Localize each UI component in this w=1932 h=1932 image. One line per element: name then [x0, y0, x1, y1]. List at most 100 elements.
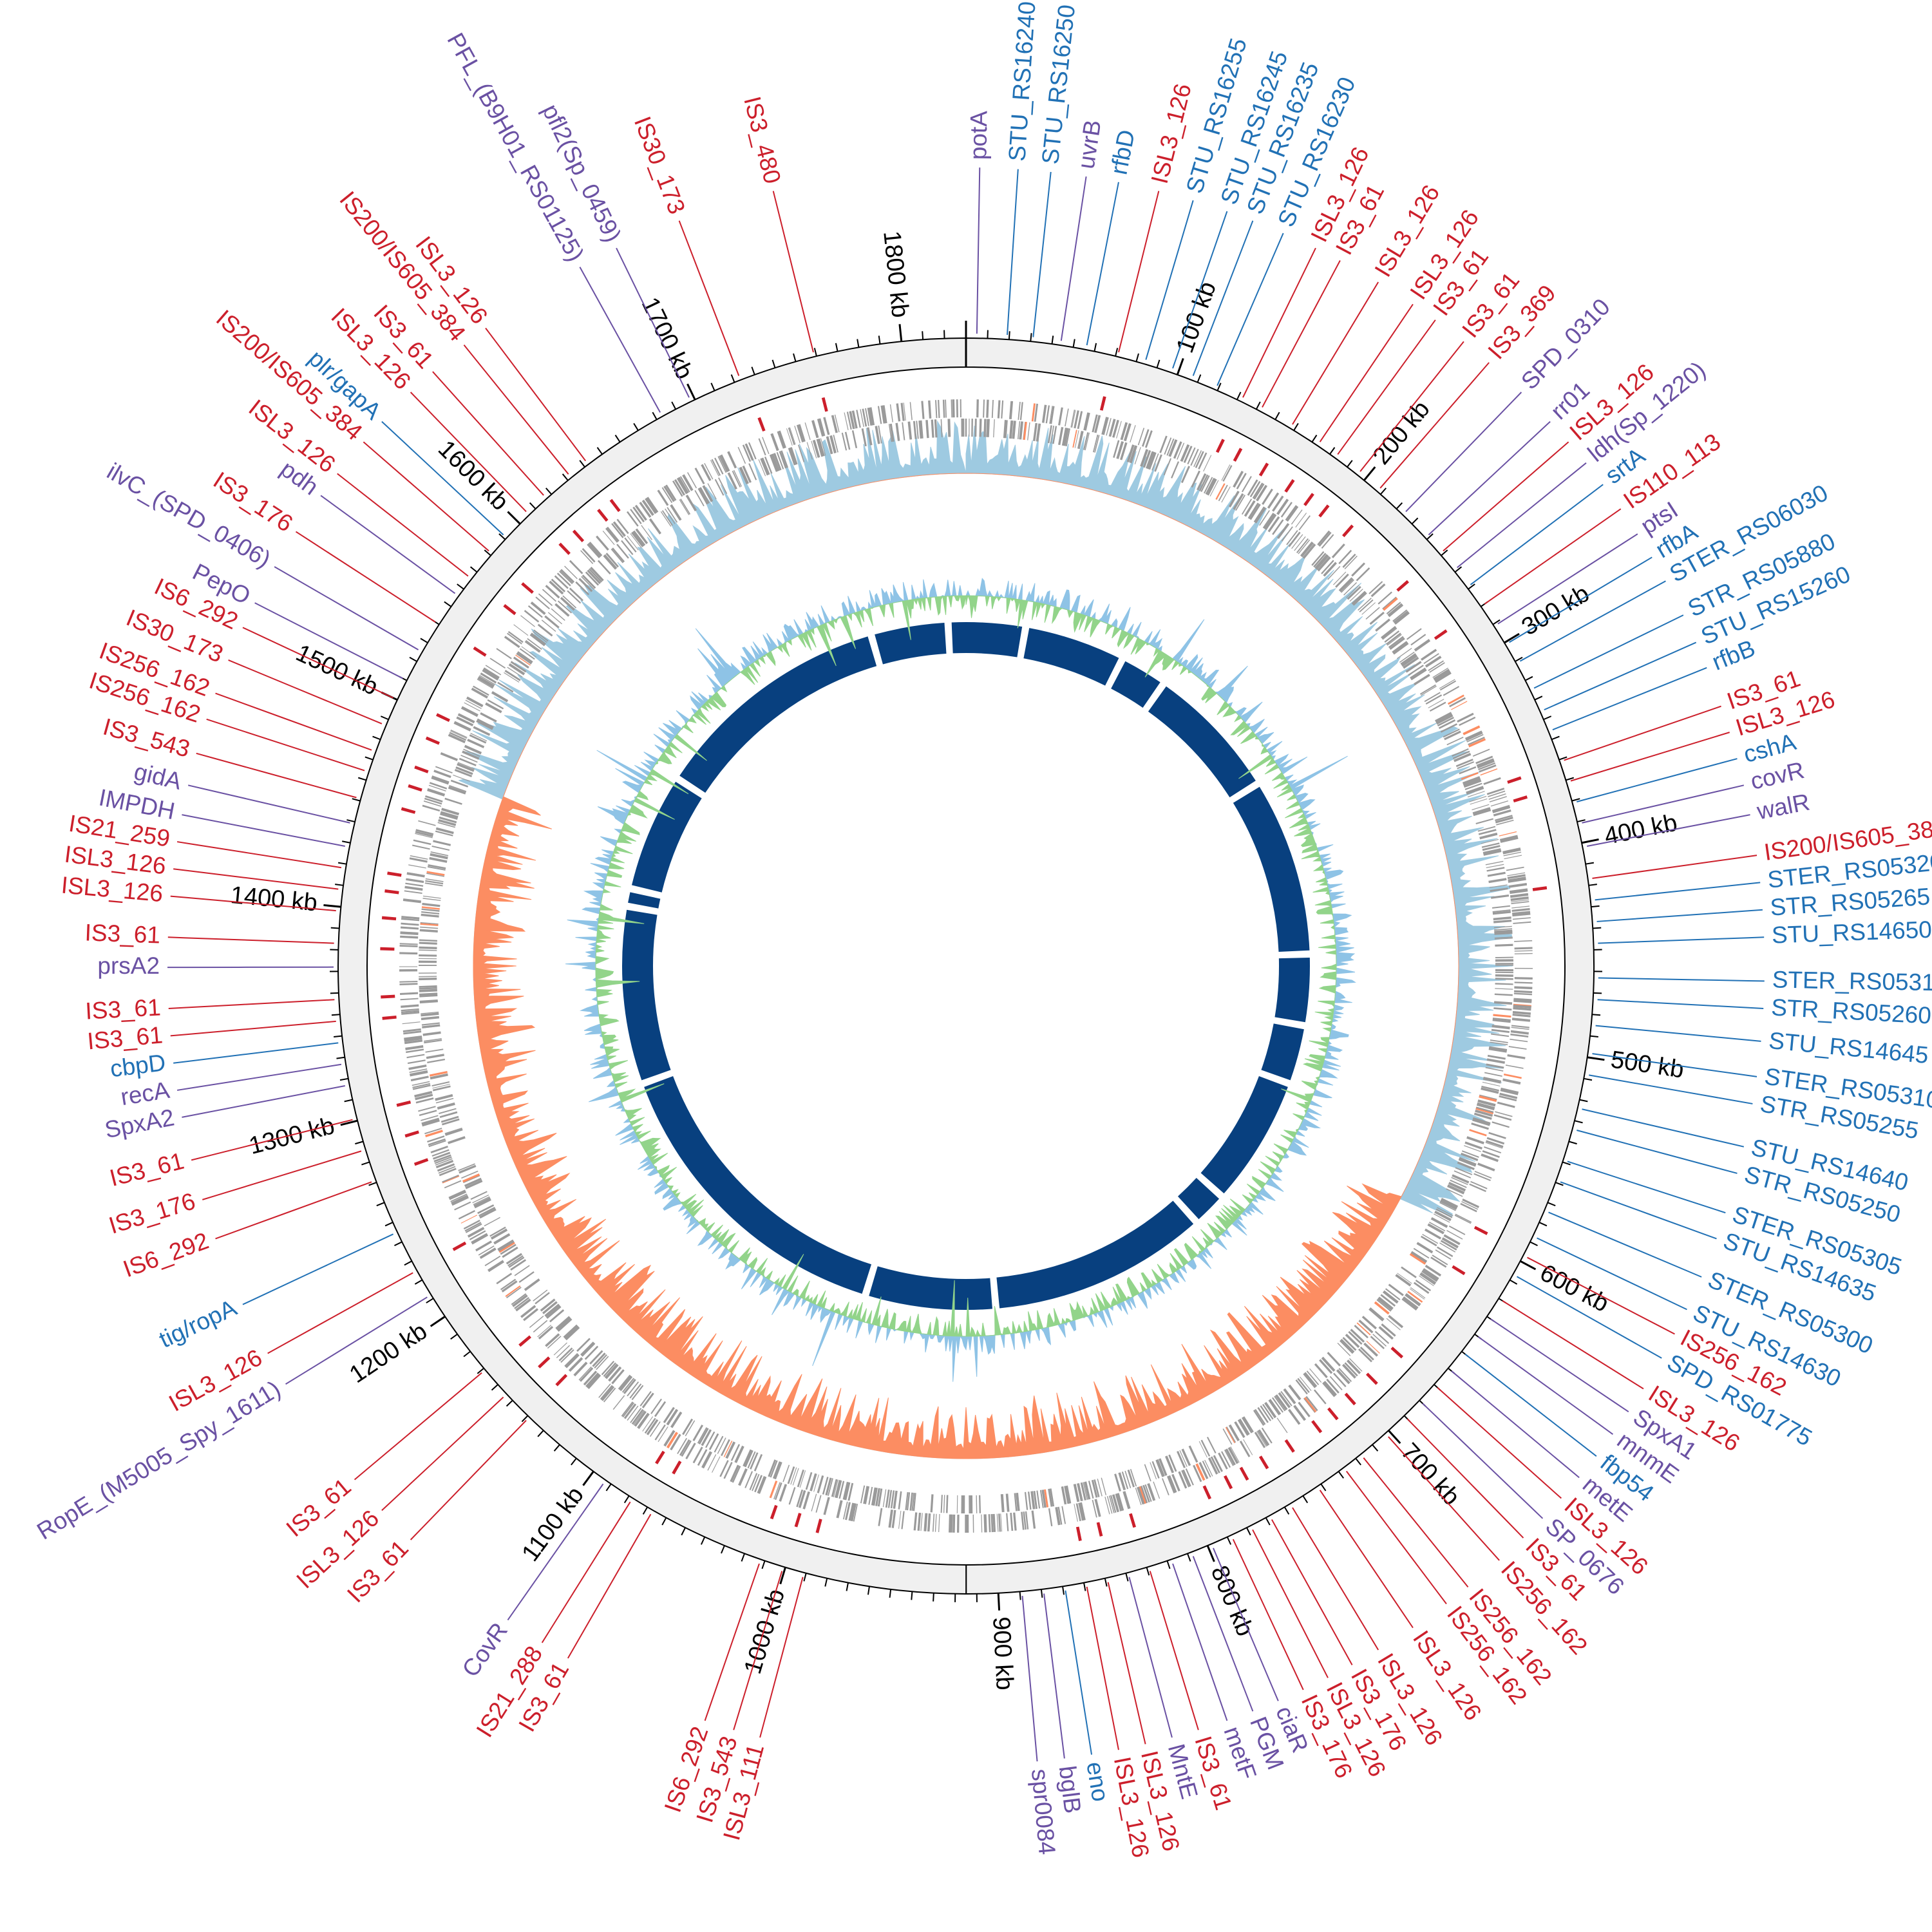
gene-bar — [605, 527, 619, 543]
feature-label-gene: gidA — [131, 758, 184, 795]
gene-bar — [1253, 483, 1265, 500]
gene-bar — [1494, 936, 1513, 939]
gene-bar — [1447, 1185, 1464, 1195]
major-tick — [1587, 1056, 1605, 1061]
gene-bar — [1190, 448, 1199, 466]
gene-bar — [853, 1503, 858, 1522]
gene-bar — [1502, 848, 1520, 853]
gene-bar — [1414, 639, 1431, 652]
gene-bar — [415, 829, 434, 835]
gene-bar — [889, 404, 893, 422]
gene-bar — [1327, 565, 1341, 580]
gene-bar — [930, 1494, 934, 1513]
is-element-mark — [452, 1241, 467, 1251]
label-connector — [1567, 1160, 1726, 1214]
contig-segment — [628, 892, 661, 909]
gene-bar — [1094, 435, 1100, 453]
gene-bar — [421, 1117, 440, 1126]
minor-tick — [330, 927, 339, 929]
label-connector — [1589, 1074, 1753, 1104]
gene-bar — [1027, 422, 1030, 440]
minor-tick — [1329, 447, 1336, 455]
gene-bar — [1268, 1399, 1280, 1416]
gene-bar — [488, 1260, 504, 1271]
gene-bar — [1257, 1430, 1268, 1446]
gene-bar — [723, 1441, 733, 1457]
gene-bar — [1370, 1336, 1385, 1350]
gene-bar — [1448, 1182, 1466, 1192]
gene-bar — [639, 1391, 652, 1406]
gene-bar — [1257, 1406, 1269, 1423]
gene-bar — [721, 1439, 730, 1456]
gene-bar — [430, 853, 448, 859]
gene-bar — [1021, 1511, 1025, 1530]
gene-bar — [471, 687, 488, 699]
label-connector — [354, 1372, 482, 1481]
minor-tick — [1555, 1182, 1564, 1186]
gene-bar — [621, 540, 634, 555]
feature-label-locus: eno — [1081, 1760, 1113, 1803]
gene-bar — [1474, 1171, 1492, 1179]
gene-bar — [811, 440, 817, 459]
gene-bar — [585, 571, 600, 586]
gene-bar — [589, 1350, 603, 1365]
gene-bar — [498, 1240, 515, 1252]
label-connector — [206, 718, 365, 772]
gene-bar — [1322, 1382, 1336, 1397]
gene-bar — [1012, 421, 1016, 439]
label-connector — [337, 473, 469, 577]
gene-bar — [694, 490, 705, 507]
gene-bar — [449, 732, 467, 741]
gene-bar — [1492, 910, 1511, 915]
gene-bar — [406, 1048, 424, 1054]
gene-bar — [1410, 667, 1426, 679]
gene-bar — [444, 1128, 463, 1136]
gene-bar — [601, 1386, 615, 1401]
minor-tick — [1246, 1527, 1251, 1536]
gene-bar — [564, 1325, 579, 1340]
gene-bar — [620, 1376, 633, 1392]
gene-bar — [1366, 1340, 1380, 1354]
gene-bar — [1493, 925, 1512, 929]
gene-bar — [1485, 1066, 1504, 1072]
gene-bar — [1401, 655, 1418, 667]
gene-bar — [1440, 723, 1458, 733]
gene-bar — [976, 1495, 978, 1513]
gene-bar — [444, 1127, 462, 1134]
minor-tick — [1593, 992, 1602, 994]
gene-bar — [1488, 878, 1507, 884]
gene-bar — [1178, 1471, 1188, 1489]
gene-bar — [440, 1115, 459, 1123]
gene-bar — [463, 748, 480, 757]
minor-tick — [352, 798, 361, 802]
gene-bar — [1198, 474, 1209, 491]
major-tick — [898, 324, 903, 342]
gene-bar — [621, 1401, 634, 1417]
gene-bar — [645, 498, 657, 515]
gene-bar — [850, 1503, 857, 1522]
minor-tick — [498, 533, 506, 540]
gene-bar — [533, 629, 549, 642]
label-connector — [285, 1296, 428, 1385]
gene-bar — [523, 1308, 539, 1321]
gene-bar — [406, 872, 425, 878]
gene-bar — [1473, 1173, 1491, 1182]
label-connector — [616, 247, 690, 398]
label-connector — [1337, 319, 1436, 455]
gene-bar — [1500, 837, 1519, 843]
gene-bar — [422, 804, 440, 812]
gene-bar — [1469, 795, 1487, 802]
gene-bar — [920, 420, 923, 439]
gene-bar — [1198, 1462, 1209, 1479]
minor-tick — [1072, 339, 1075, 348]
minor-tick — [1283, 1506, 1290, 1515]
gene-bar — [564, 1353, 579, 1367]
gene-bar — [582, 574, 596, 589]
minor-tick — [331, 1014, 340, 1016]
gene-bar — [1430, 1256, 1447, 1268]
minor-tick — [579, 460, 585, 468]
gene-bar — [1127, 444, 1135, 462]
gene-bar — [760, 458, 768, 476]
is-element-mark — [1452, 1265, 1466, 1276]
gene-bar — [907, 421, 913, 440]
